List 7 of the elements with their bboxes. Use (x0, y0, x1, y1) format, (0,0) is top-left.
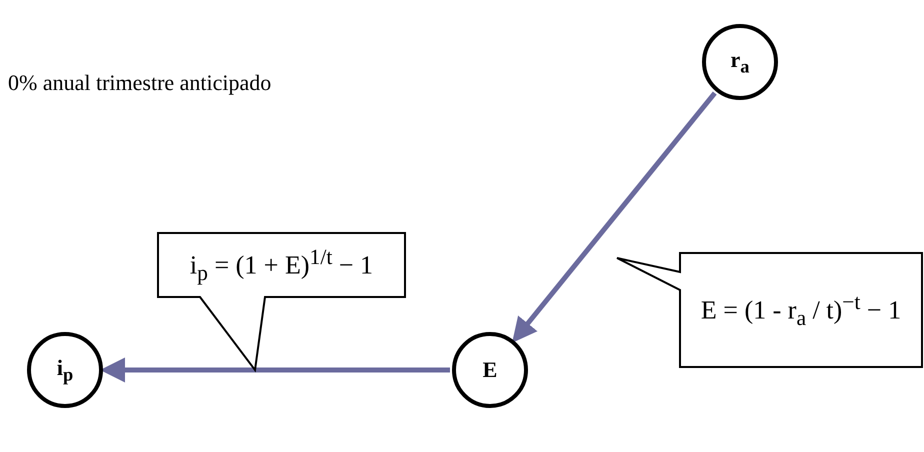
variable-label: i$_{p}$ (56, 354, 74, 386)
variable-label: r$_{a}$ (730, 46, 750, 78)
formula: i$_{p}$ = (1 + E)$^{1/t}$ − 1 (190, 244, 374, 286)
arrow (512, 91, 717, 343)
note-text: 0% anual trimestre anticipado (8, 70, 272, 96)
formula: E = (1 - r$_{a}$ / t)$^{−t}$ − 1 (700, 290, 902, 330)
variable-label: E (482, 357, 498, 383)
